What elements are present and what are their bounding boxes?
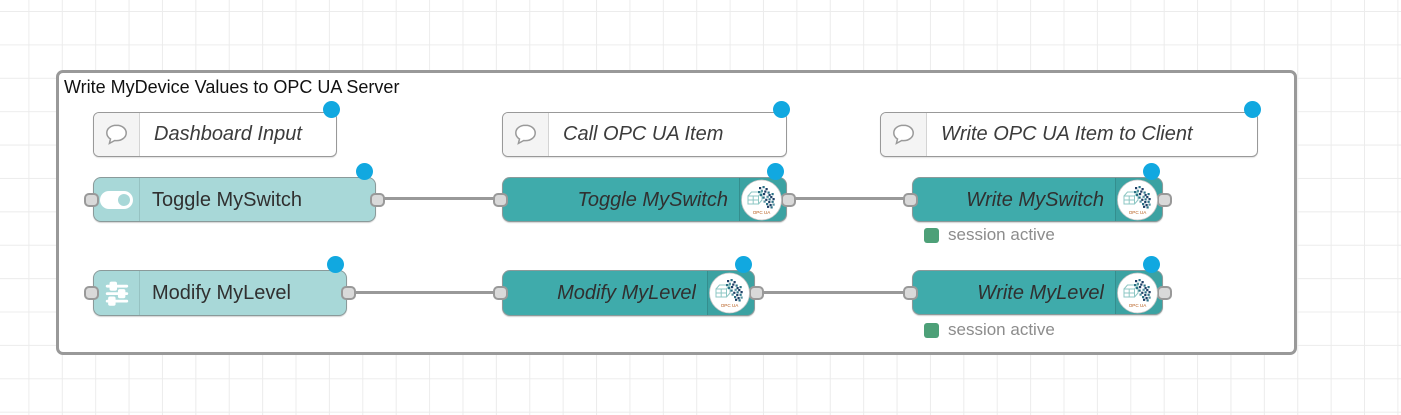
changed-indicator-dot <box>327 256 344 273</box>
node-label: Toggle MySwitch <box>152 189 303 211</box>
output-port[interactable] <box>1157 192 1172 207</box>
node-opcua-call-modify-mylevel[interactable]: Modify MyLevel <box>493 256 764 316</box>
wire-toggle-row-1[interactable] <box>382 197 498 200</box>
node-label: Write MySwitch <box>966 189 1104 211</box>
comment-node-call-opcua-item[interactable]: Call OPC UA Item <box>502 101 790 157</box>
comment-label: Call OPC UA Item <box>563 123 724 145</box>
status-text: session active <box>948 320 1055 339</box>
status-square-icon <box>924 322 939 338</box>
changed-indicator-dot <box>356 163 373 180</box>
comment-node-write-opcua-item[interactable]: Write OPC UA Item to Client <box>880 101 1261 157</box>
node-ui-toggle-myswitch[interactable]: Toggle MySwitch <box>84 163 385 222</box>
node-label: Modify MyLevel <box>557 282 696 304</box>
output-port[interactable] <box>781 192 796 207</box>
changed-indicator-dot <box>767 163 784 180</box>
node-status-write-myswitch: session active <box>924 225 1055 244</box>
wire-toggle-row-2[interactable] <box>790 197 906 200</box>
comment-label: Write OPC UA Item to Client <box>941 123 1193 145</box>
sliders-icon <box>94 271 140 315</box>
comment-bubble-icon <box>881 113 927 156</box>
toggle-on-icon <box>94 178 140 221</box>
changed-indicator-dot <box>1143 256 1160 273</box>
node-label: Modify MyLevel <box>152 282 291 304</box>
changed-indicator-dot <box>1143 163 1160 180</box>
input-port[interactable] <box>903 285 918 300</box>
opcua-logo-icon <box>741 179 782 220</box>
output-port[interactable] <box>370 192 385 207</box>
group-title: Write MyDevice Values to OPC UA Server <box>64 77 400 97</box>
opcua-logo-icon <box>709 273 750 314</box>
node-label: Toggle MySwitch <box>577 189 728 211</box>
node-status-write-mylevel: session active <box>924 320 1055 339</box>
status-square-icon <box>924 227 939 243</box>
changed-indicator-dot <box>773 101 790 118</box>
output-port[interactable] <box>341 286 356 300</box>
status-text: session active <box>948 225 1055 244</box>
comment-bubble-icon <box>503 113 549 156</box>
changed-indicator-dot <box>1244 101 1261 118</box>
input-port[interactable] <box>493 286 508 300</box>
node-opcua-call-toggle-myswitch[interactable]: Toggle MySwitch <box>493 163 796 222</box>
node-label: Write MyLevel <box>977 282 1104 304</box>
comment-node-dashboard-input[interactable]: Dashboard Input <box>93 101 340 157</box>
input-port[interactable] <box>84 286 99 300</box>
node-opcua-write-myswitch[interactable]: Write MySwitch <box>903 163 1172 222</box>
output-port[interactable] <box>749 286 764 300</box>
input-port[interactable] <box>903 192 918 207</box>
opcua-logo-icon <box>1117 179 1158 220</box>
changed-indicator-dot <box>323 101 340 118</box>
wire-modify-row-2[interactable] <box>760 291 906 294</box>
input-port[interactable] <box>493 192 508 207</box>
node-opcua-write-mylevel[interactable]: Write MyLevel <box>903 256 1172 315</box>
comment-label: Dashboard Input <box>154 123 302 145</box>
output-port[interactable] <box>1157 285 1172 300</box>
comment-bubble-icon <box>94 113 140 156</box>
opcua-logo-icon <box>1117 272 1158 313</box>
changed-indicator-dot <box>735 256 752 273</box>
node-ui-modify-mylevel[interactable]: Modify MyLevel <box>84 256 356 316</box>
input-port[interactable] <box>84 192 99 207</box>
wire-modify-row-1[interactable] <box>352 291 498 294</box>
